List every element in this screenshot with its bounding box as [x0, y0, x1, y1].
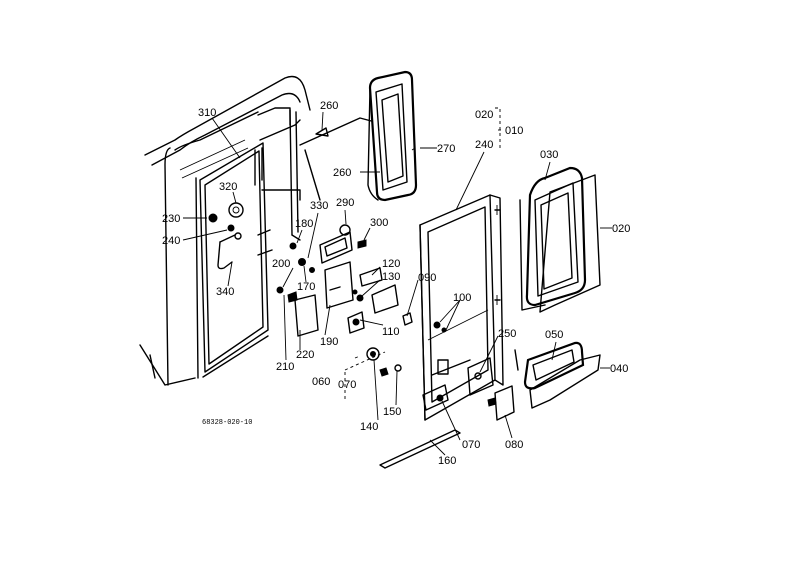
- door-glass: [519, 166, 601, 313]
- label-210: 210: [276, 361, 294, 373]
- weather-strip: [379, 429, 461, 469]
- label-150: 150: [383, 406, 401, 418]
- label-240-left: 240: [162, 235, 180, 247]
- label-170: 170: [297, 281, 315, 293]
- label-020-right: 020: [612, 223, 630, 235]
- label-030: 030: [540, 149, 558, 161]
- label-260-top: 260: [320, 100, 338, 112]
- label-300: 300: [370, 217, 388, 229]
- label-310: 310: [198, 107, 216, 119]
- label-020-top: 020: [475, 109, 493, 121]
- label-100: 100: [453, 292, 471, 304]
- label-140: 140: [360, 421, 378, 433]
- label-080: 080: [505, 439, 523, 451]
- label-040: 040: [610, 363, 628, 375]
- label-230: 230: [162, 213, 180, 225]
- label-050: 050: [545, 329, 563, 341]
- label-160: 160: [438, 455, 456, 467]
- label-340: 340: [216, 286, 234, 298]
- label-180: 180: [295, 218, 313, 230]
- label-330: 330: [310, 200, 328, 212]
- door-frame-seal: [195, 142, 273, 379]
- label-250: 250: [498, 328, 516, 340]
- label-220: 220: [296, 349, 314, 361]
- label-240-top: 240: [475, 139, 493, 151]
- label-090: 090: [418, 272, 436, 284]
- label-010: 010: [505, 125, 523, 137]
- label-270: 270: [437, 143, 455, 155]
- leader-lines: [182, 111, 612, 456]
- label-070-bottom: 070: [462, 439, 480, 451]
- label-190: 190: [320, 336, 338, 348]
- door-panel: [419, 194, 504, 421]
- label-200: 200: [272, 258, 290, 270]
- label-110: 110: [382, 326, 400, 338]
- drawing-code: 68328-020-10: [202, 419, 252, 427]
- label-130: 130: [382, 271, 400, 283]
- label-260-mid: 260: [333, 167, 351, 179]
- label-290: 290: [336, 197, 354, 209]
- label-070-left: 070: [338, 379, 356, 391]
- label-320: 320: [219, 181, 237, 193]
- label-120: 120: [382, 258, 400, 270]
- label-060: 060: [312, 376, 330, 388]
- part-labels: 310 260 260 270 020 010 240 030 020 320 …: [162, 100, 630, 467]
- lower-glass: [514, 341, 601, 409]
- hardware: [208, 107, 515, 421]
- rear-quarter-glass: [367, 70, 418, 202]
